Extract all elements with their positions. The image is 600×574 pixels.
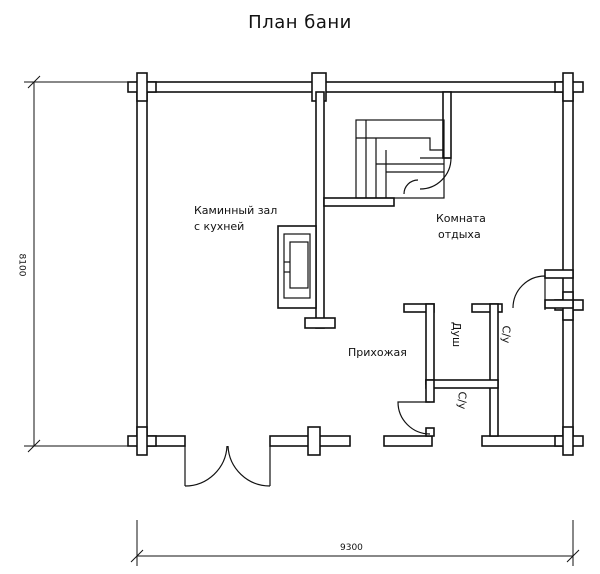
staircase: [355, 119, 445, 199]
label-rest-room-line2: отдыха: [438, 228, 481, 241]
plan-title: План бани: [248, 12, 352, 33]
dimension-height-label: 8100: [16, 253, 27, 277]
log-ends: [127, 72, 584, 456]
dimension-lines: [24, 75, 580, 566]
fireplace: [277, 225, 317, 309]
label-rest-room: Комната: [436, 212, 486, 225]
exterior-walls: [136, 81, 574, 447]
label-shower: Душ: [450, 321, 464, 348]
label-wc-lower: С/у: [455, 391, 469, 410]
label-fireplace-hall-kitchen: с кухней: [194, 220, 245, 233]
label-entry-hall: Прихожая: [348, 346, 407, 359]
label-wc-upper: С/у: [499, 325, 513, 344]
dimension-width-label: 9300: [340, 543, 363, 553]
interior-walls: [304, 91, 574, 437]
doors: [184, 157, 546, 487]
label-fireplace-hall: Каминный зал: [194, 204, 278, 217]
